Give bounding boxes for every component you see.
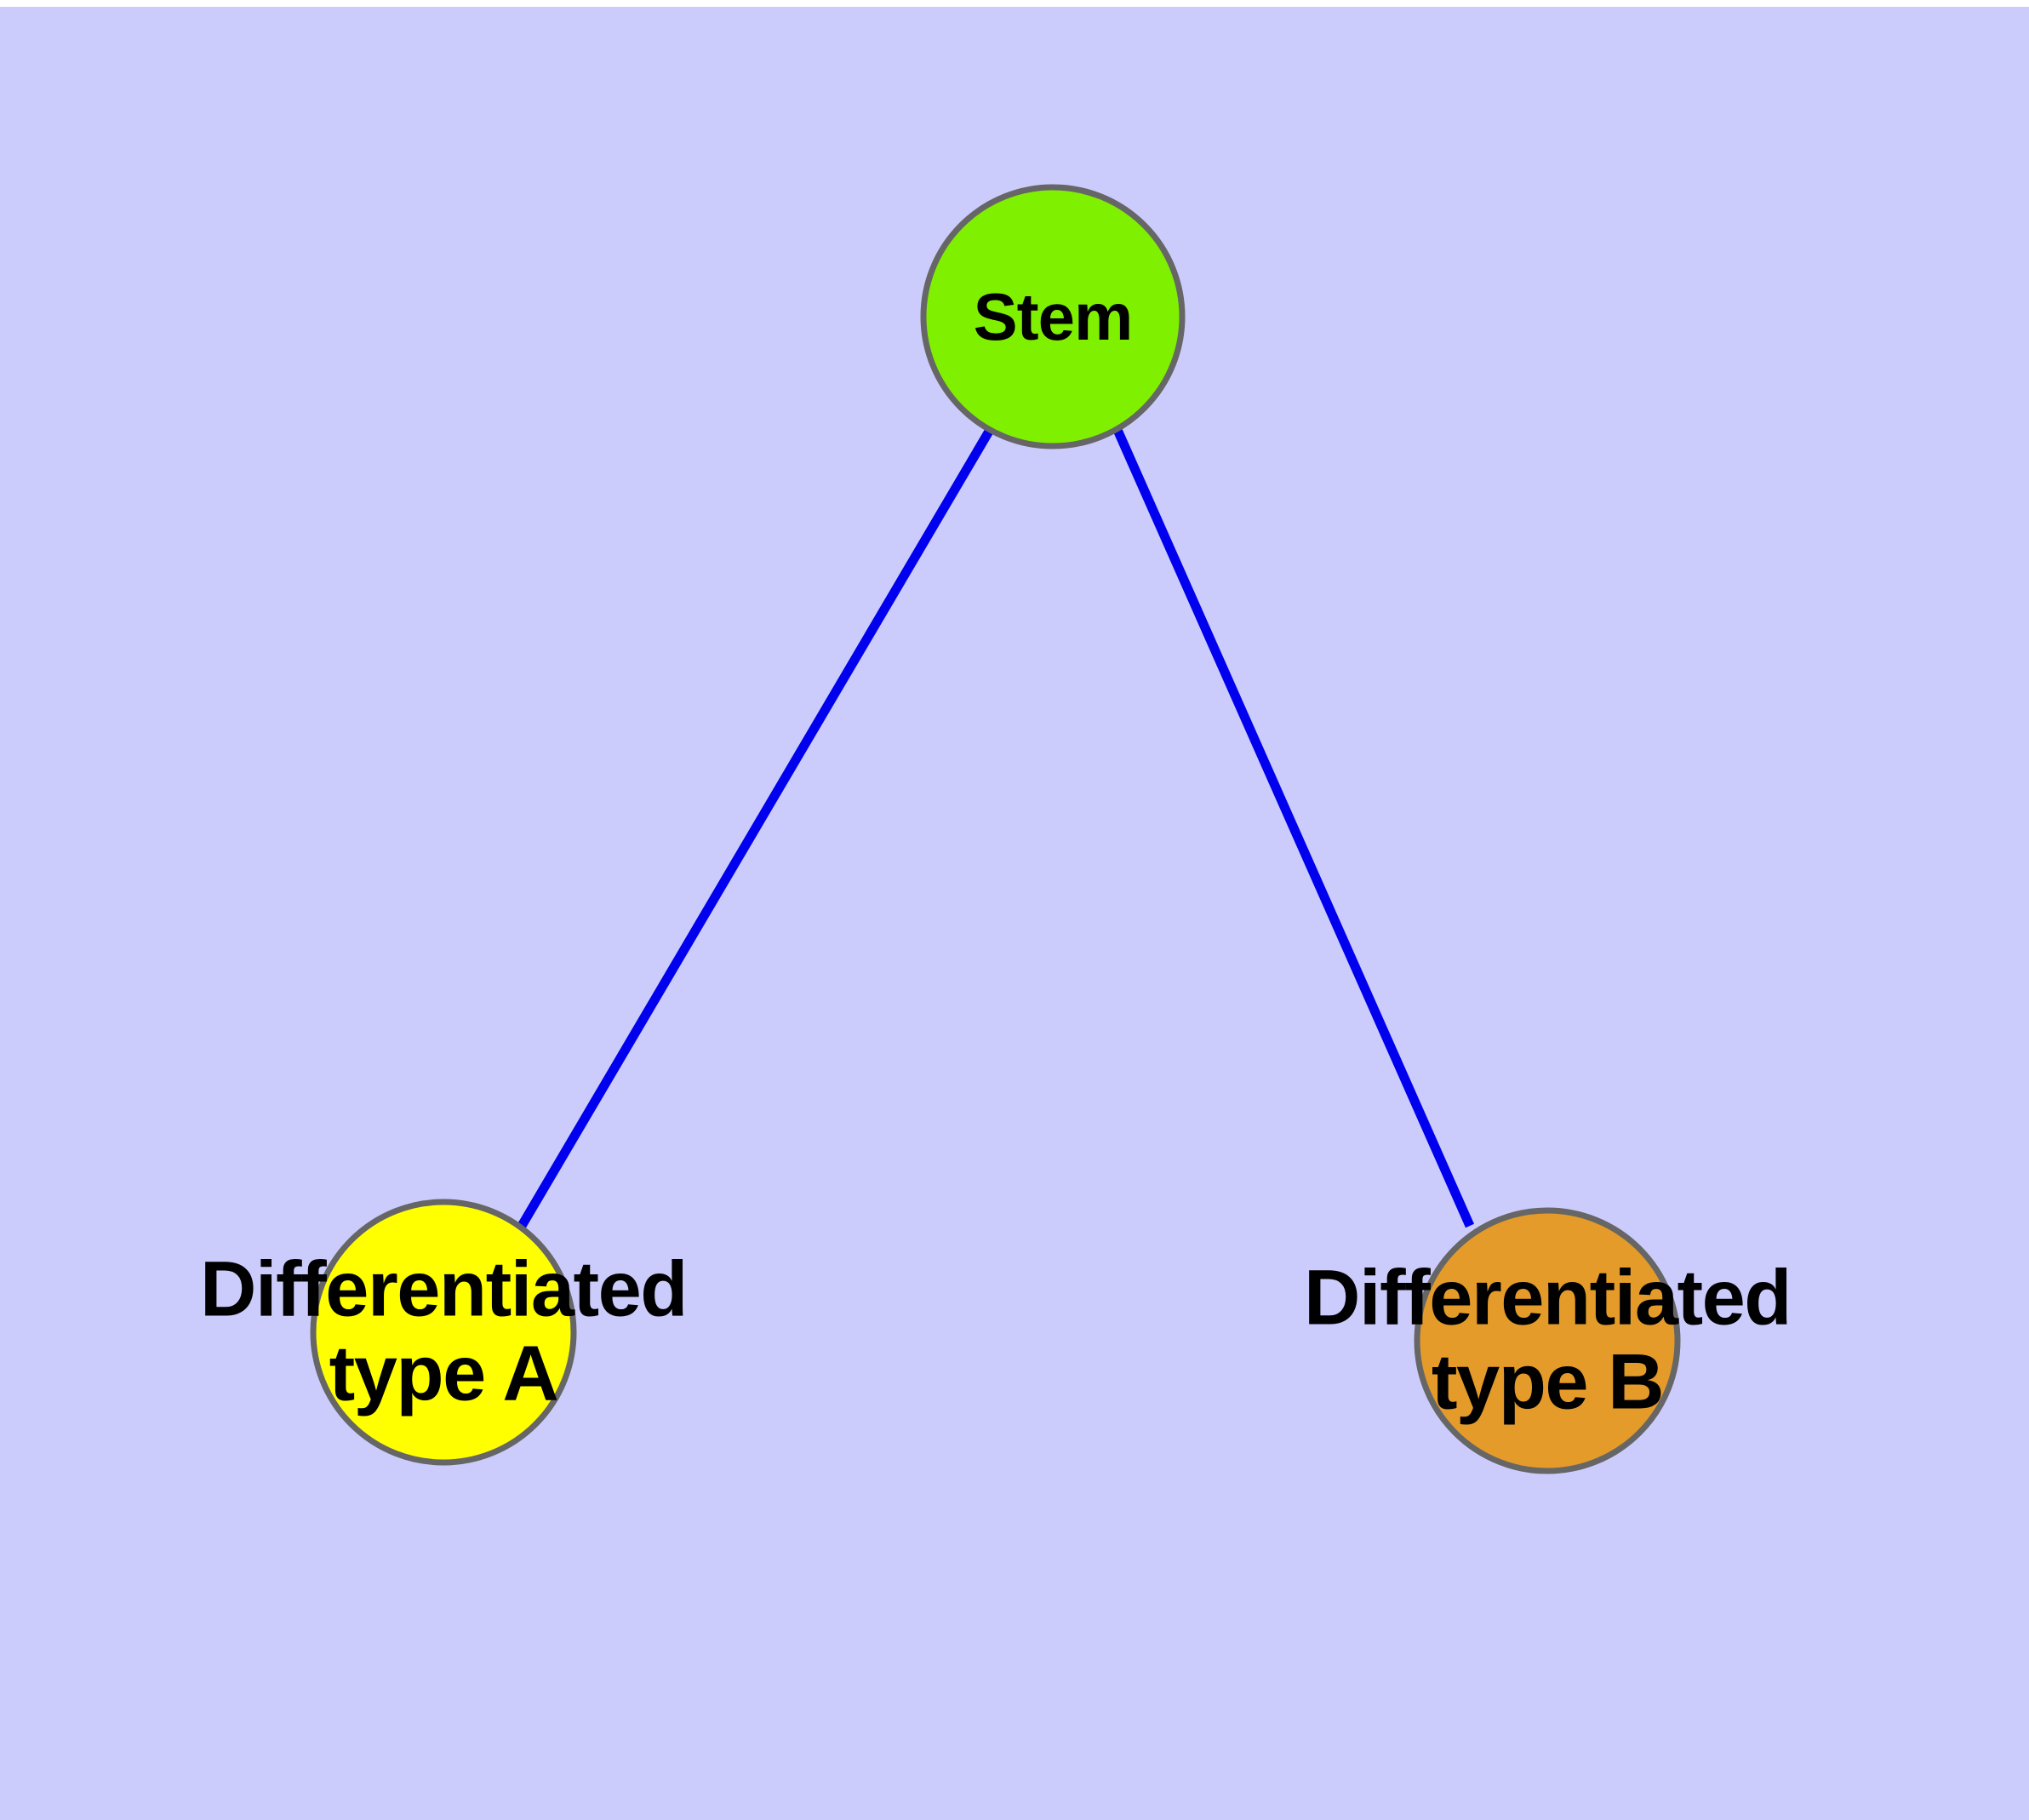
graph-node-diff_b[interactable]	[1414, 1207, 1681, 1474]
node-layer	[310, 184, 1681, 1474]
graph-node-stem[interactable]	[920, 184, 1186, 449]
graph-edge-stem-to-diff_a	[517, 427, 994, 1228]
edge-layer	[517, 427, 1475, 1228]
graph-node-diff_a[interactable]	[310, 1199, 577, 1466]
graph-edge-stem-to-diff_b	[1112, 427, 1475, 1228]
